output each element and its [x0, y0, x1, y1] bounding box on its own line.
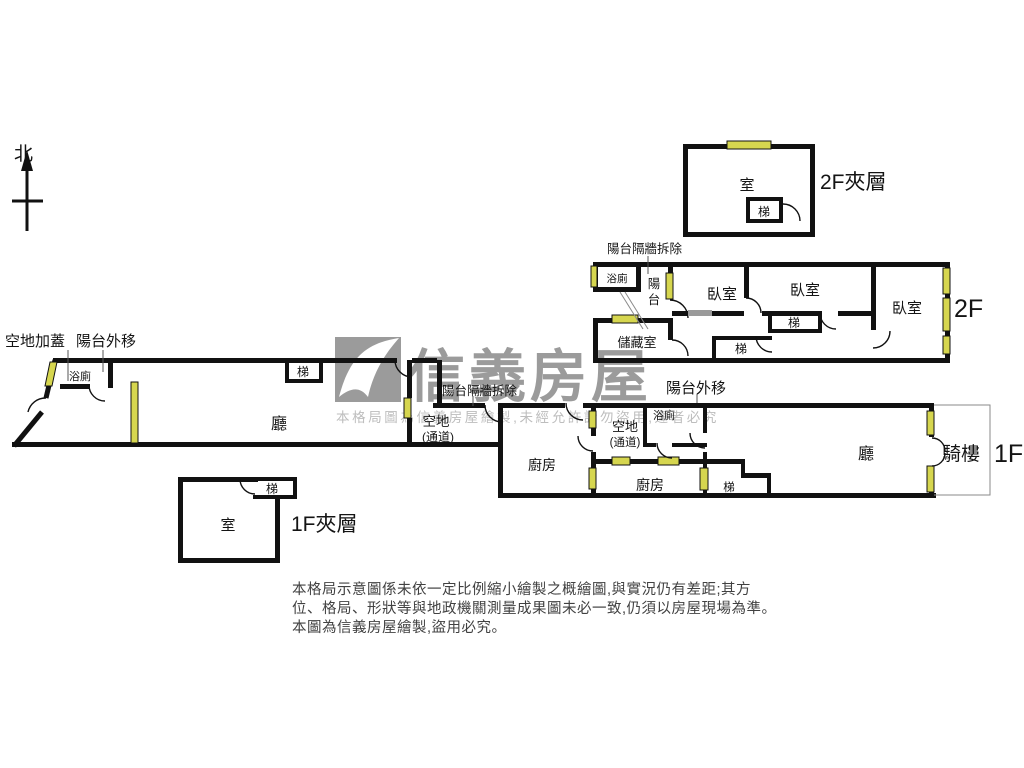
floor-1f-mezzanine: 梯 室 1F夾層 [178, 477, 358, 563]
f1-hall-left-label: 廳 [271, 414, 287, 433]
disclaimer-line-3: 本圖為信義房屋繪製,盜用必究。 [292, 618, 507, 636]
sliding-door-marker [688, 310, 712, 316]
f1-stairs-right-label: 梯 [723, 481, 735, 494]
removed-wall-line [619, 291, 644, 330]
watermark-notice: 本格局圖為信義房屋繪製,未經允許請勿盜用,違者必究 [336, 409, 719, 425]
f1m-walls [178, 477, 297, 563]
f1m-stairs-label: 梯 [266, 482, 278, 496]
door-arc [782, 203, 801, 222]
f2-stairs-upper-label: 梯 [788, 316, 800, 330]
f2-bathroom-label: 浴廁 [607, 272, 628, 285]
f1-balcony-out-left-note: 陽台外移 [76, 333, 136, 350]
removed-wall-line [624, 291, 649, 330]
f1-passage2-label2: (通道) [610, 435, 641, 449]
watermark-brand: 信義房屋 [408, 346, 652, 409]
floor-1f: 空地加蓋 陽台外移 浴廁 梯 廳 陽台隔牆拆除 空地 (通道) 陽台外移 浴廁 … [5, 333, 1023, 498]
f2-windows [590, 265, 951, 355]
f1m-room-label: 室 [220, 517, 235, 534]
f1-kitchen-left-label: 廚房 [528, 457, 556, 473]
disclaimer-line-1: 本格局示意圖係未依一定比例縮小繪製之概繪圖,與實況仍有差距;其方 [292, 580, 751, 598]
f1-bathroom-right-label: 浴廁 [653, 408, 675, 422]
f1-arcade-label: 騎樓 [942, 443, 980, 465]
f1-passage1-label: 空地 [423, 414, 450, 429]
f2-remove-note: 陽台隔牆拆除 [607, 241, 683, 256]
compass: 北 [12, 143, 43, 231]
f2-bedroom-mid-label: 臥室 [790, 282, 820, 299]
disclaimer: 本格局示意圖係未依一定比例縮小繪製之概繪圖,與實況仍有差距;其方 位、格局、形狀… [292, 580, 777, 636]
f1-title: 1F [994, 440, 1023, 468]
f2m-room-label: 室 [739, 177, 754, 194]
f2-balcony-label: 陽台 [648, 277, 661, 307]
f1-hall-right-label: 廳 [858, 444, 874, 463]
window-marker [726, 140, 772, 150]
f2m-title: 2F夾層 [820, 171, 887, 194]
north-arrow-head-icon [21, 150, 33, 171]
f2-stairs-lower-label: 梯 [735, 342, 747, 356]
f1-passage1-label2: (通道) [422, 430, 454, 444]
f1-windows [44, 361, 935, 493]
f1-kitchen-right-label: 廚房 [636, 477, 664, 493]
arcade-outline [934, 404, 991, 496]
disclaimer-line-2: 位、格局、形狀等與地政機關測量成果圖未必一致,仍須以房屋現場為準。 [292, 599, 777, 617]
f2-doors [669, 297, 891, 357]
f1-doors [27, 359, 946, 467]
watermark: 信義房屋 本格局圖為信義房屋繪製,未經允許請勿盜用,違者必究 [335, 337, 719, 425]
f2m-stairs-label: 梯 [758, 205, 770, 219]
sinyi-logo-mountain-icon [339, 338, 399, 397]
floor-2f-mezzanine: 室 梯 2F夾層 [683, 140, 887, 237]
f1-covered-open-note: 空地加蓋 [5, 333, 65, 350]
f2-bedroom-left-label: 臥室 [707, 286, 737, 303]
f1m-title: 1F夾層 [291, 513, 358, 536]
door-arc [239, 478, 256, 495]
f2-bedroom-right-label: 臥室 [892, 300, 922, 317]
f2-storage-label: 儲藏室 [617, 335, 656, 350]
f1-bathroom-left-label: 浴廁 [69, 369, 91, 383]
floor-2f: 陽台隔牆拆除 浴廁 陽台 儲藏室 臥室 臥室 臥室 梯 梯 2F [590, 241, 983, 363]
f1-balcony-out-right-note: 陽台外移 [666, 380, 726, 397]
f1-stairs-left-label: 梯 [297, 365, 309, 379]
f2-title: 2F [954, 295, 983, 323]
f1-passage2-label: 空地 [612, 419, 638, 434]
f1-remove-note: 陽台隔牆拆除 [442, 383, 518, 398]
